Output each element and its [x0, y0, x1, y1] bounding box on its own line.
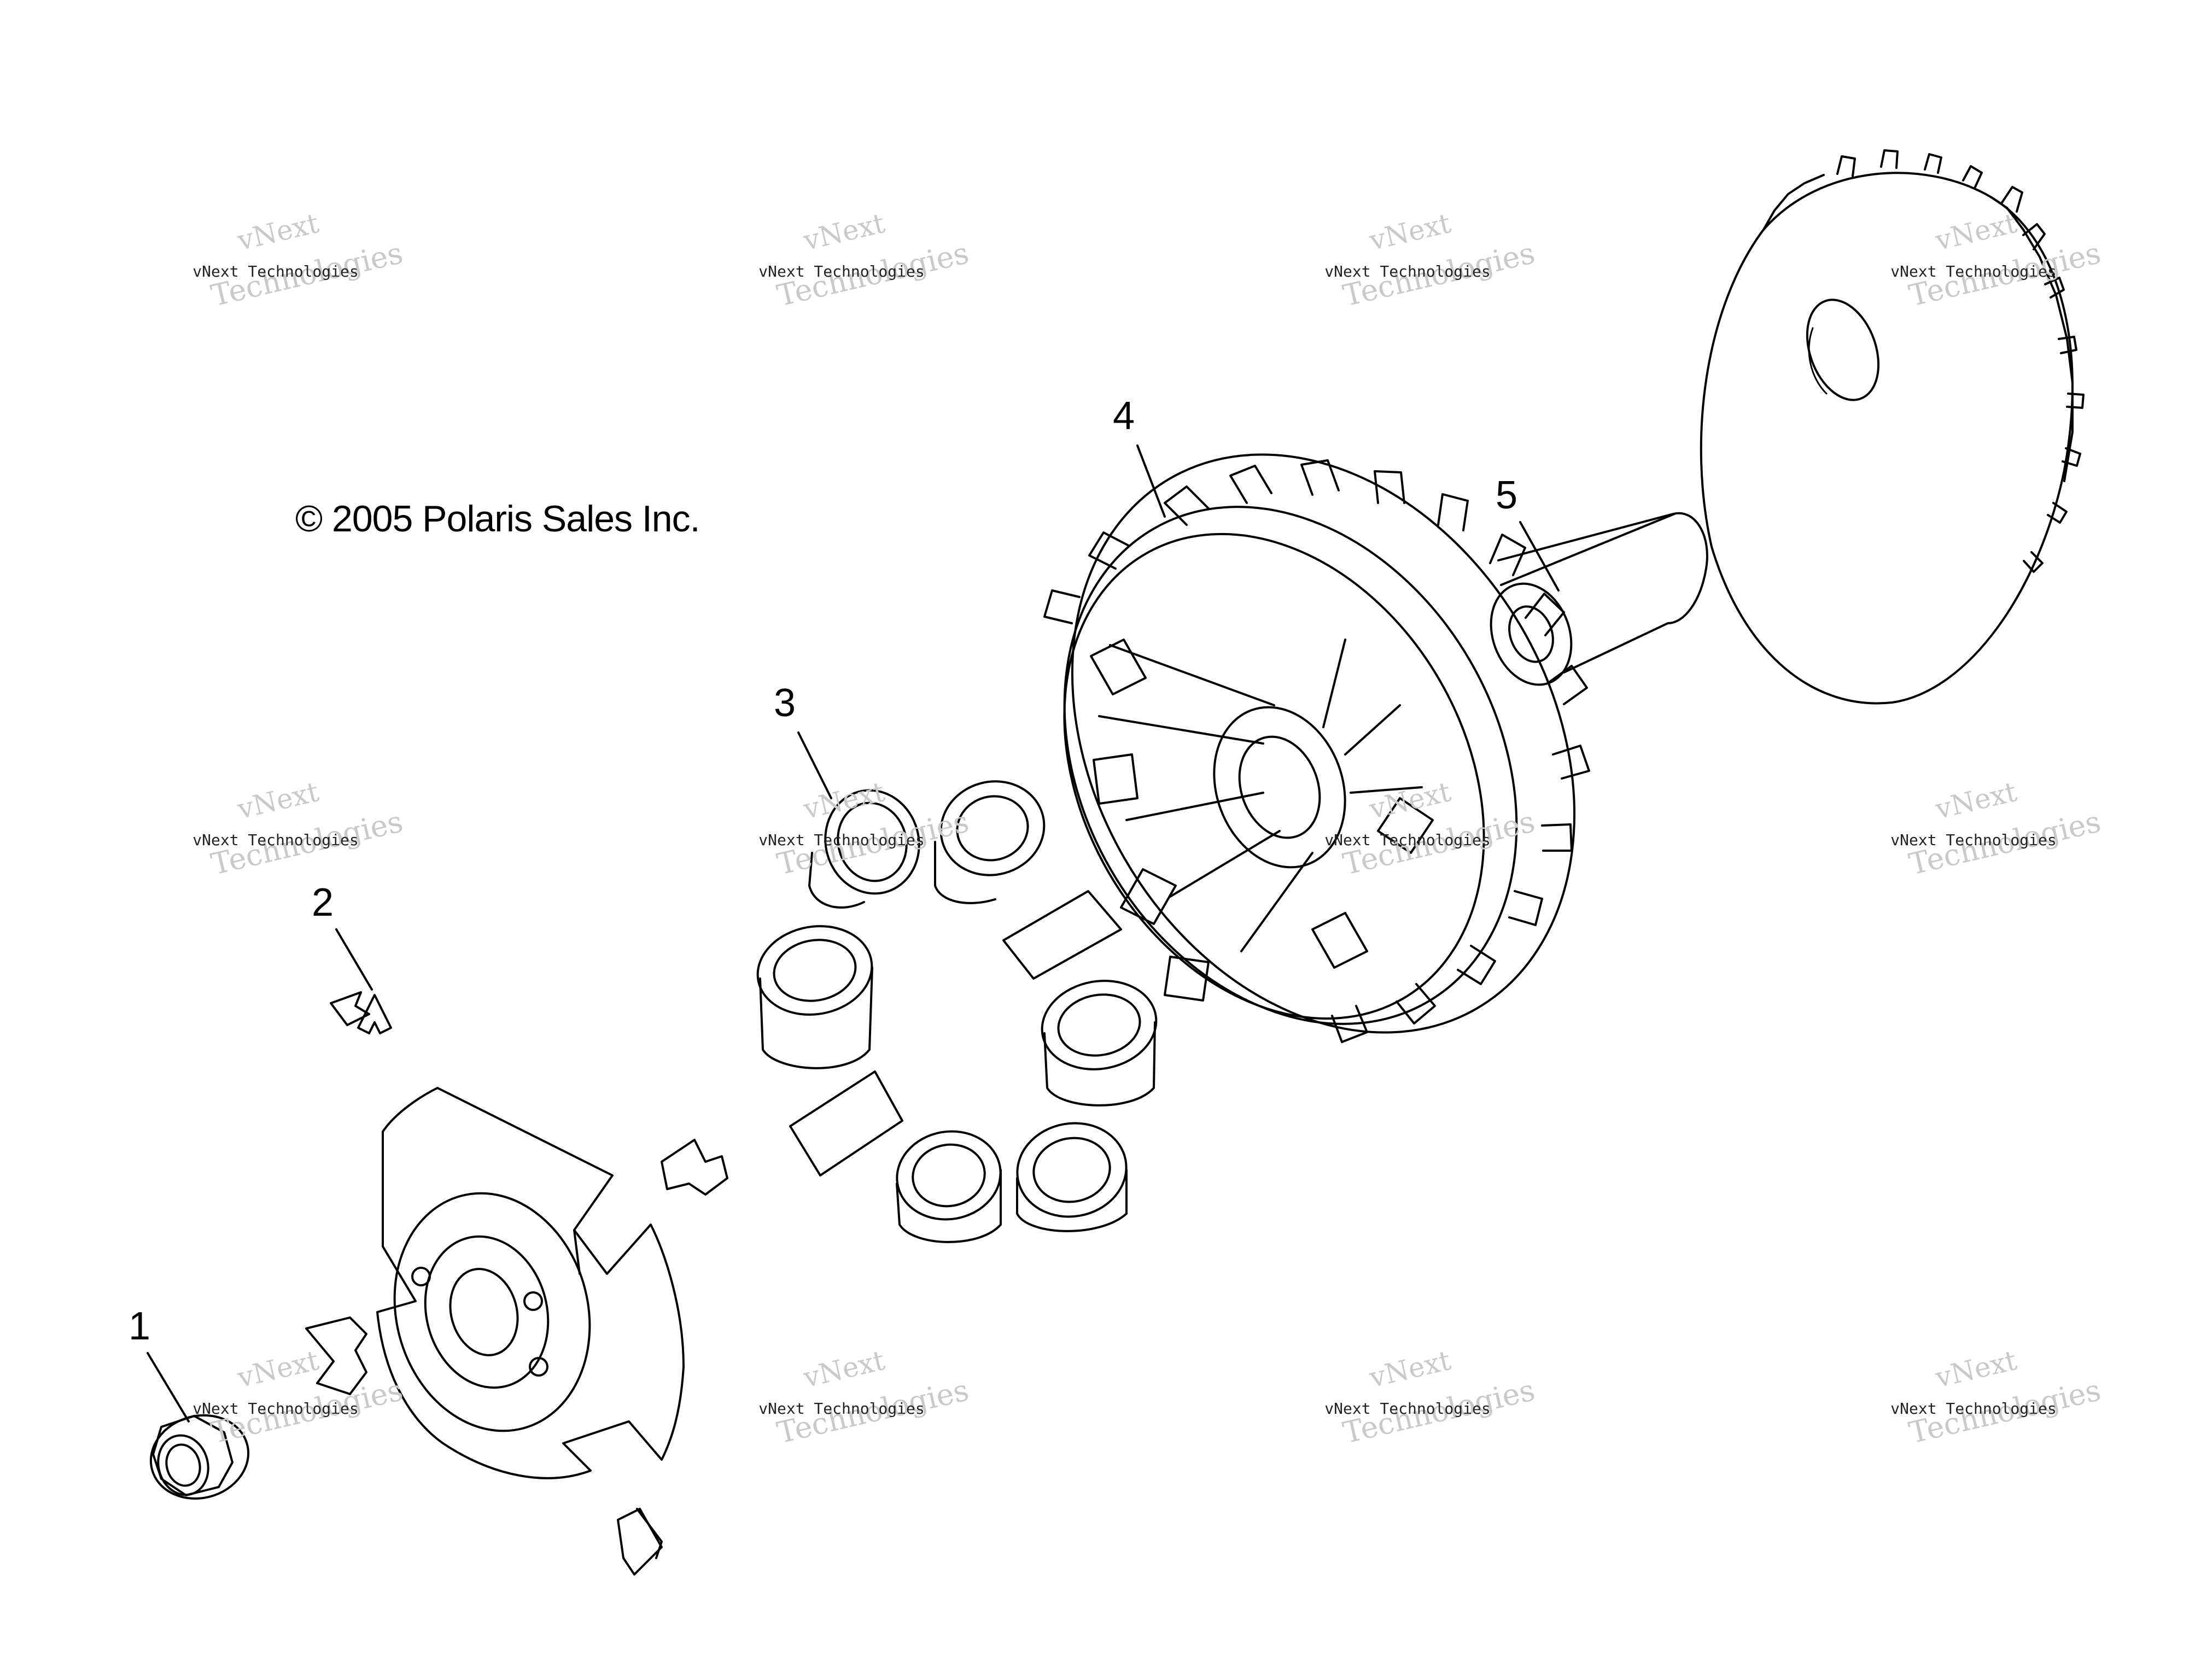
sheave-disc [1700, 149, 2085, 705]
callout-3: 3 [773, 681, 796, 725]
cover-plate [376, 1087, 685, 1479]
leader-lines [147, 444, 1560, 1423]
clutch-housing [1043, 453, 1590, 1043]
callout-5: 5 [1495, 473, 1518, 517]
copyright-notice: © 2005 Polaris Sales Inc. [295, 498, 700, 540]
slide-blocks [789, 890, 1122, 1176]
callout-4: 4 [1112, 394, 1135, 438]
callout-1: 1 [128, 1304, 151, 1348]
guide-shoes [305, 991, 728, 1576]
roller-set [756, 780, 1158, 1243]
callout-2: 2 [311, 881, 334, 924]
flange-nut [149, 1414, 250, 1500]
